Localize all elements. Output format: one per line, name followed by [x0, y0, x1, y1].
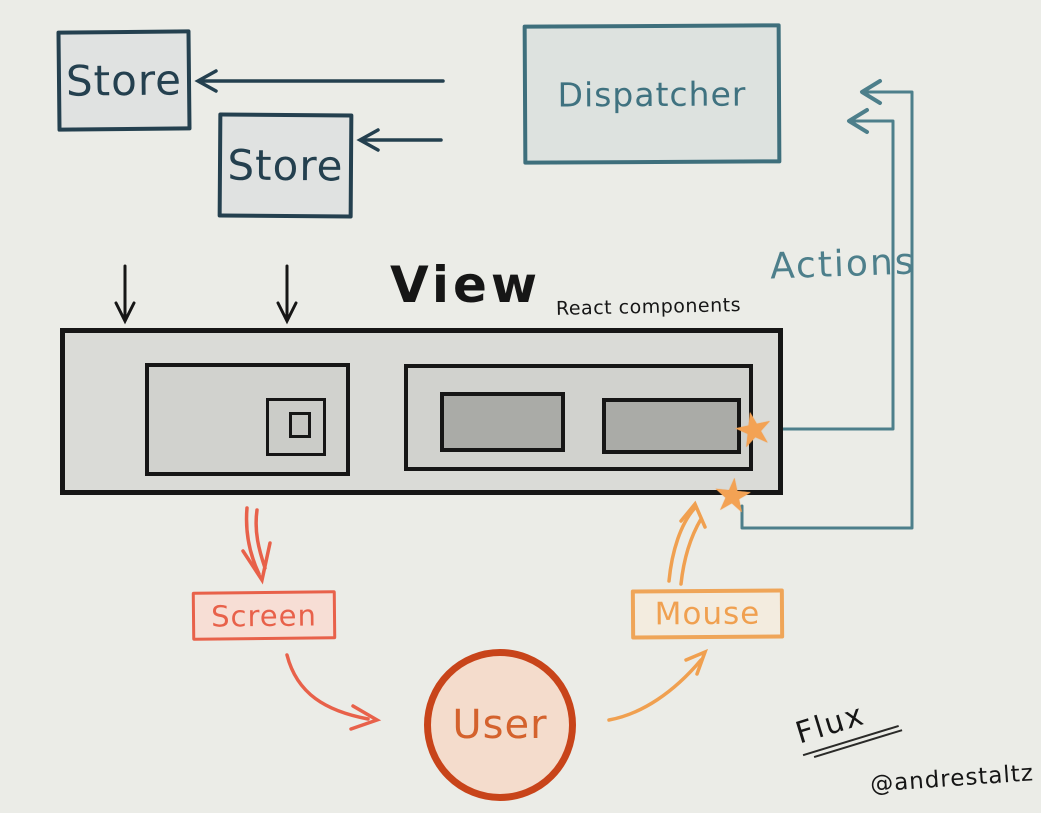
- actions-label: Actions: [769, 241, 917, 288]
- mouse-box: Mouse: [630, 588, 785, 640]
- arrow-dispatcher-to-store1: [194, 69, 445, 93]
- arrow-store1-to-view: [114, 264, 136, 325]
- view-component-left-innermost: [289, 412, 311, 438]
- screen-label: Screen: [210, 597, 318, 634]
- screen-box: Screen: [191, 590, 337, 641]
- view-label: View: [390, 256, 542, 314]
- user-label: User: [452, 702, 548, 748]
- flux-title-group: Flux: [792, 688, 903, 761]
- dispatcher-label: Dispatcher: [557, 74, 747, 114]
- dispatcher-box: Dispatcher: [522, 23, 782, 165]
- mouse-label: Mouse: [654, 595, 761, 633]
- arrow-dispatcher-to-store2: [356, 128, 443, 152]
- arrow-mouse-to-view: [667, 500, 707, 586]
- arrow-view-to-screen: [241, 506, 272, 585]
- store-box-2: Store: [217, 112, 354, 219]
- store-1-label: Store: [65, 55, 183, 106]
- store-box-1: Store: [56, 29, 192, 132]
- arrow-store2-to-view: [276, 264, 298, 325]
- store-2-label: Store: [227, 140, 344, 191]
- author-handle: @andrestaltz: [869, 760, 1035, 798]
- event-star-icon: ★: [709, 465, 756, 525]
- user-circle: User: [424, 649, 576, 801]
- view-component-right-child-1: [440, 392, 565, 452]
- arrow-screen-to-user: [285, 653, 382, 731]
- view-component-right-child-2: [602, 398, 741, 454]
- react-components-label: React components: [555, 294, 742, 320]
- arrow-user-to-mouse: [607, 648, 709, 722]
